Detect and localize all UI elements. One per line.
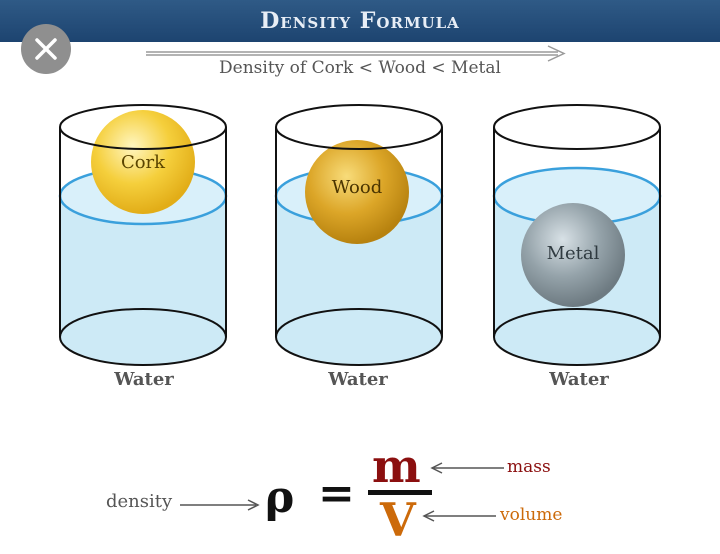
beaker-cork [58,104,228,366]
water-label-1: Water [114,369,174,390]
beaker-wood [274,104,444,366]
rho-symbol: ρ [265,472,295,523]
water-label-2: Water [328,369,388,390]
cork-ball [91,110,195,214]
close-button[interactable] [21,24,71,74]
wood-ball [305,140,409,244]
metal-ball [521,203,625,307]
wood-label: Wood [331,177,383,198]
volume-label: volume [500,505,563,525]
metal-label: Metal [546,243,600,264]
density-arrow [180,499,260,511]
density-label: density [106,491,173,512]
water-label-3: Water [549,369,609,390]
mass-arrow [430,462,504,474]
equals-sign: = [318,468,355,519]
fraction-bar [368,490,432,495]
volume-arrow [422,510,496,522]
beaker-metal [492,104,662,366]
volume-symbol: V [380,493,416,547]
header-bar [0,0,720,42]
page-title: Density Formula [260,8,460,34]
mass-symbol: m [372,439,421,493]
cork-label: Cork [120,152,166,173]
comparison-label: Density of Cork < Wood < Metal [219,58,501,78]
close-icon [35,38,57,60]
mass-label: mass [507,457,551,477]
comparison-arrow [146,45,566,62]
